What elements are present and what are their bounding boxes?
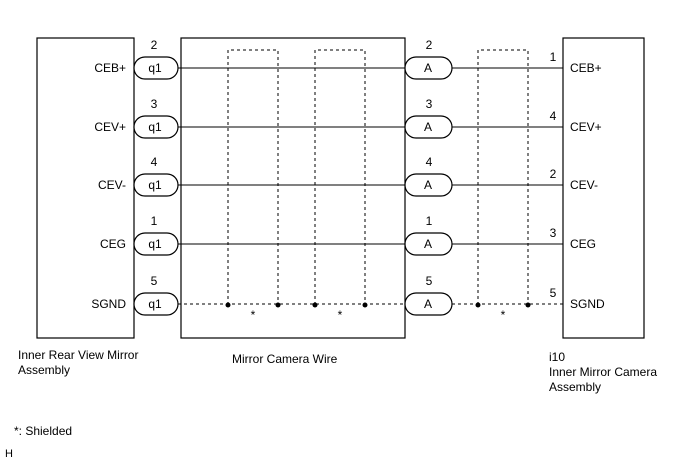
right-pin-number: 2 <box>550 167 557 181</box>
left-connector-code: q1 <box>148 178 162 192</box>
shield-splice-dot <box>475 302 481 308</box>
mirror-camera-wire-label: Mirror Camera Wire <box>232 352 338 366</box>
left-signal-name: CEV+ <box>94 120 126 134</box>
right-pin-number: 1 <box>550 50 557 64</box>
junction-connector-capsule <box>404 56 453 80</box>
junction-connector-capsule <box>404 115 453 139</box>
shield-outline-2 <box>314 49 366 305</box>
junction-connector-code: A <box>424 120 432 134</box>
shield-splice-dot <box>362 302 368 308</box>
junction-connector-code: A <box>424 178 432 192</box>
junction-pin-number: 1 <box>426 214 433 228</box>
left-component-line-1: Inner Rear View Mirror <box>18 348 139 362</box>
left-connector-capsule <box>133 232 179 256</box>
junction-connector-code: A <box>424 237 432 251</box>
left-signal-name: CEV- <box>98 178 126 192</box>
signal-rows: q12CEB+A21CEB+q13CEV+A34CEV+q14CEV-A42CE… <box>91 38 605 316</box>
right-signal-name: CEV+ <box>570 120 602 134</box>
left-pin-number: 2 <box>151 38 158 52</box>
right-signal-name: CEB+ <box>570 61 602 75</box>
left-component-line-2: Assembly <box>18 363 71 377</box>
right-signal-name: CEV- <box>570 178 598 192</box>
left-pin-number: 5 <box>151 274 158 288</box>
junction-connector-capsule <box>404 173 453 197</box>
left-pin-number: 4 <box>151 155 158 169</box>
left-signal-name: CEG <box>100 237 126 251</box>
footnote-shielded: *: Shielded <box>14 424 73 438</box>
junction-connector-capsule <box>404 292 453 316</box>
inner-mirror-camera-box <box>562 37 645 339</box>
left-signal-name: CEB+ <box>94 61 126 75</box>
junction-pin-number: 5 <box>426 274 433 288</box>
shield-splice-dot <box>525 302 531 308</box>
inner-rear-view-mirror-box <box>36 37 135 339</box>
right-pin-number: 5 <box>550 286 557 300</box>
shield-mark-1: * <box>251 308 256 322</box>
shield-splice-dot <box>312 302 318 308</box>
right-pin-number: 4 <box>550 109 557 123</box>
right-signal-name: SGND <box>570 297 605 311</box>
junction-connector-code: A <box>424 297 432 311</box>
junction-connector-capsule <box>404 232 453 256</box>
shield-mark-2: * <box>338 308 343 322</box>
shield-splice-dot <box>225 302 231 308</box>
left-connector-capsule <box>133 173 179 197</box>
shield-outline-1 <box>227 49 279 305</box>
right-component-line-2: Inner Mirror Camera <box>549 365 658 379</box>
left-pin-number: 1 <box>151 214 158 228</box>
shield-outline-3 <box>477 49 529 305</box>
right-signal-name: CEG <box>570 237 596 251</box>
left-connector-code: q1 <box>148 297 162 311</box>
junction-connector-code: A <box>424 61 432 75</box>
left-connector-capsule <box>133 56 179 80</box>
junction-pin-number: 4 <box>426 155 433 169</box>
shield-mark-3: * <box>501 308 506 322</box>
corner-mark: H <box>5 448 13 460</box>
inner-rear-view-mirror-label: Inner Rear View Mirror Assembly <box>18 348 138 378</box>
inner-mirror-camera-label: i10 Inner Mirror Camera Assembly <box>549 350 657 395</box>
shield-splice-dot <box>275 302 281 308</box>
left-connector-code: q1 <box>148 61 162 75</box>
junction-pin-number: 2 <box>426 38 433 52</box>
right-component-line-3: Assembly <box>549 380 602 394</box>
left-connector-capsule <box>133 292 179 316</box>
right-pin-number: 3 <box>550 226 557 240</box>
junction-pin-number: 3 <box>426 97 433 111</box>
left-connector-code: q1 <box>148 237 162 251</box>
left-pin-number: 3 <box>151 97 158 111</box>
left-signal-name: SGND <box>91 297 126 311</box>
left-connector-code: q1 <box>148 120 162 134</box>
shield-group-1: * <box>225 49 281 322</box>
right-component-line-1: i10 <box>549 350 566 364</box>
mirror-camera-wire-box <box>180 37 406 339</box>
shield-group-3: * <box>475 49 531 322</box>
left-connector-capsule <box>133 115 179 139</box>
